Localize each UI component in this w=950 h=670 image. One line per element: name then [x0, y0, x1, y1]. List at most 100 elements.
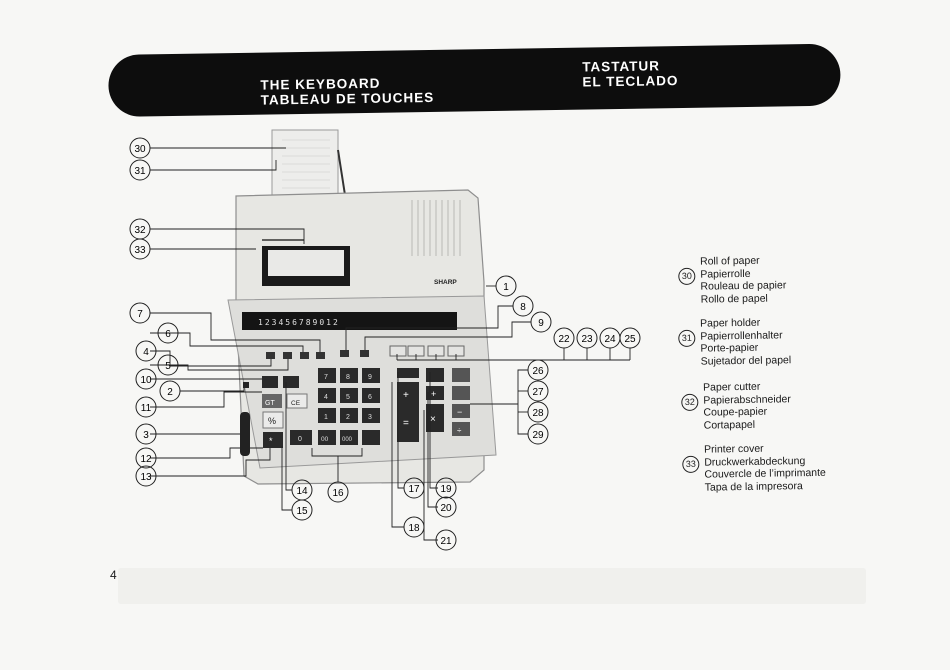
key-22[interactable] [389, 345, 407, 357]
switch-4[interactable] [266, 352, 275, 359]
legend-line-de: Papierabschneider [703, 392, 791, 407]
callout-label: 5 [165, 361, 171, 372]
callout-circle [527, 359, 549, 381]
callout-circle [135, 368, 157, 390]
percent-key[interactable] [262, 411, 284, 429]
key-17[interactable] [397, 368, 419, 378]
gt-key[interactable] [262, 394, 282, 408]
callout-label: 21 [440, 536, 452, 547]
key-28[interactable] [452, 404, 470, 418]
legend-number: 32 [681, 393, 699, 411]
callout-circle [157, 322, 179, 344]
callout-circle [527, 423, 549, 445]
key-6[interactable] [362, 388, 380, 403]
callout-label: 29 [532, 430, 544, 441]
callout-circle [327, 481, 349, 503]
key-28-label: − [457, 407, 462, 417]
key-2[interactable] [340, 408, 358, 423]
switch-9[interactable] [360, 350, 369, 357]
callout-circle [403, 477, 425, 499]
callout-label: 23 [581, 334, 593, 345]
callout-label: 30 [134, 144, 146, 155]
key-000[interactable] [340, 430, 358, 445]
key-1[interactable] [318, 408, 336, 423]
plus-minus-key[interactable] [397, 382, 419, 442]
switch-8[interactable] [340, 350, 349, 357]
callout-circle [527, 380, 549, 402]
display-readout: 123456789012 [258, 318, 340, 327]
asterisk-key-label: * [269, 436, 273, 446]
callout-circle [576, 327, 598, 349]
callout-label: 13 [140, 472, 152, 483]
callout-label: 28 [532, 408, 544, 419]
key-8[interactable] [340, 368, 358, 383]
legend-line-es: Sujetador del papel [700, 353, 792, 368]
legend-line-es: Rollo de papel [700, 292, 768, 306]
multiply-key[interactable] [426, 404, 444, 432]
key-4[interactable] [318, 388, 336, 403]
ce-key[interactable] [286, 393, 308, 409]
display-panel [242, 312, 457, 330]
key-26[interactable] [452, 368, 470, 382]
callout-label: 22 [558, 334, 570, 345]
callout-circle [129, 302, 151, 324]
callout-label: 17 [408, 484, 420, 495]
key-19[interactable] [426, 368, 444, 382]
leader-lines [150, 147, 631, 541]
callout-circle [619, 327, 641, 349]
legend-item: 31 Paper holder Papierrollenhalter Porte… [678, 316, 791, 368]
key-27[interactable] [452, 386, 470, 400]
callout-label: 3 [143, 430, 149, 441]
callout-label: 4 [143, 347, 149, 358]
key-9[interactable] [362, 368, 380, 383]
callout-label: 15 [296, 506, 308, 517]
key-0[interactable] [290, 430, 312, 445]
plus-key-label: + [403, 390, 409, 401]
key-0-label: 0 [298, 436, 302, 443]
rounding-switch[interactable] [240, 412, 250, 456]
legend-line-fr: Rouleau de papier [700, 279, 787, 293]
callout-label: 20 [440, 503, 452, 514]
key-20[interactable] [426, 386, 444, 400]
key-7[interactable] [318, 368, 336, 383]
page-number: 4 [110, 568, 117, 582]
key-14[interactable] [283, 376, 299, 388]
key-5[interactable] [340, 388, 358, 403]
callout-circle [527, 401, 549, 423]
asterisk-key[interactable] [263, 432, 283, 448]
percent-key-label: % [268, 416, 276, 426]
callout-label: 33 [134, 245, 146, 256]
switch-5[interactable] [283, 352, 292, 359]
key-29[interactable] [452, 422, 470, 436]
switch-6[interactable] [300, 352, 309, 359]
key-10[interactable] [262, 376, 278, 388]
key-29-label: ÷ [457, 426, 462, 435]
callout-label: 1 [503, 282, 509, 293]
decimal-selector[interactable] [243, 382, 249, 388]
callout-label: 9 [538, 318, 544, 329]
selector-switches [266, 345, 465, 359]
callout-circle [129, 159, 151, 181]
key-00[interactable] [318, 430, 336, 445]
paper-window [268, 250, 344, 276]
callout-circle [435, 529, 457, 551]
callout-label: 25 [624, 334, 636, 345]
callout-label: 12 [140, 454, 152, 465]
key-decimal[interactable] [362, 430, 380, 445]
key-3[interactable] [362, 408, 380, 423]
callout-label: 32 [134, 225, 146, 236]
callout-circle [135, 465, 157, 487]
callout-label: 10 [140, 375, 152, 386]
callout-label: 18 [408, 523, 420, 534]
callout-label: 7 [137, 309, 143, 320]
switch-7[interactable] [316, 352, 325, 359]
numeric-keypad: 7 8 9 4 5 6 1 2 3 0 00 000 [290, 368, 380, 445]
key-8-label: 8 [346, 374, 350, 381]
legend-number: 33 [682, 455, 700, 473]
callout-label: 8 [520, 302, 526, 313]
callout-circle [129, 238, 151, 260]
callout-circle [530, 311, 552, 333]
key-9-label: 9 [368, 374, 372, 381]
callout-label: 6 [165, 329, 171, 340]
callout-circle [157, 354, 179, 376]
